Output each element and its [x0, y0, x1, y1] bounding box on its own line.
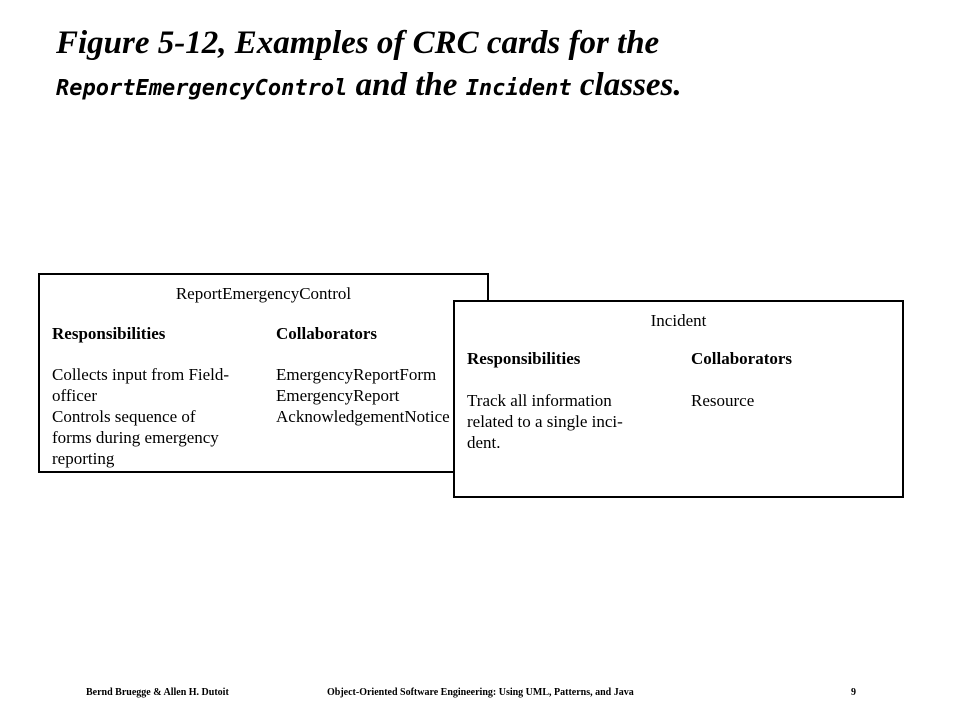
crc-card-incident: Incident Responsibilities Collaborators …	[453, 300, 904, 498]
footer-page-number: 9	[851, 687, 856, 698]
title-text-3: classes.	[579, 67, 682, 103]
footer-book-title: Object-Oriented Software Engineering: Us…	[327, 687, 634, 698]
card-class-name: ReportEmergencyControl	[175, 284, 352, 303]
collaborators-text: Resource	[691, 391, 755, 410]
responsibilities-text: Collects input from Field- officer Contr…	[52, 365, 230, 468]
title-text-2: and the	[355, 67, 458, 103]
title-class-report-emergency-control: ReportEmergencyControl	[56, 76, 348, 101]
collaborators-header: Collaborators	[276, 324, 378, 343]
collaborators-header: Collaborators	[691, 349, 793, 368]
card-class-name: Incident	[650, 311, 707, 330]
collaborators-text: EmergencyReportForm EmergencyReport Ackn…	[276, 365, 450, 426]
responsibilities-text: Track all information related to a singl…	[467, 391, 623, 452]
responsibilities-header: Responsibilities	[52, 324, 166, 343]
responsibilities-header: Responsibilities	[467, 349, 581, 368]
title-text-1: Figure 5-12, Examples of CRC cards for t…	[56, 25, 660, 61]
crc-card-report-emergency-control: ReportEmergencyControl Responsibilities …	[38, 273, 489, 473]
title-class-incident: Incident	[465, 76, 572, 101]
footer-authors: Bernd Bruegge & Allen H. Dutoit	[86, 687, 229, 698]
slide-title: Figure 5-12, Examples of CRC cards for t…	[56, 22, 936, 110]
